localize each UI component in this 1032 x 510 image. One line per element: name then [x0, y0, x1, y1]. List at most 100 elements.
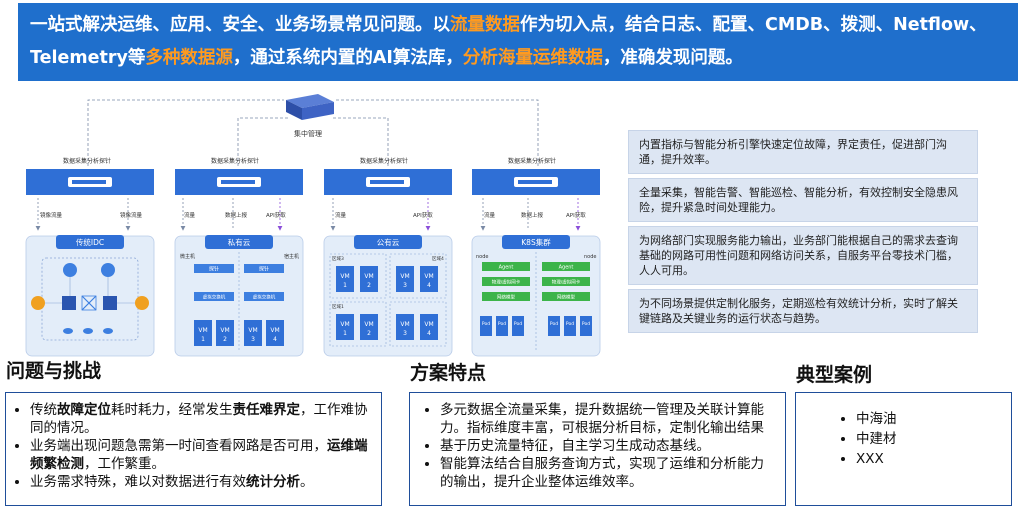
- vm-label-c8: VM: [424, 321, 433, 328]
- vm-num-c3: 3: [403, 282, 407, 289]
- problems-box: 传统故障定位耗时耗力，经常发生责任难界定，工作难协同的情况。 业务端出现问题急需…: [5, 392, 382, 506]
- case-item-3: XXX: [856, 449, 1003, 469]
- central-server-icon: [286, 94, 334, 120]
- problems-title: 问题与挑战: [6, 360, 102, 382]
- feature-item-2: 基于历史流量特征，自主学习生成动态基线。: [440, 437, 777, 455]
- cases-title: 典型案例: [796, 364, 873, 386]
- vm-num-c2: 2: [367, 282, 371, 289]
- cluster-title-1: 传统IDC: [76, 237, 104, 247]
- probe-label-4: 数据采集分析探针: [508, 157, 556, 165]
- upload-label-1: 数据上报: [225, 211, 248, 219]
- vm-num-p1: 1: [201, 336, 205, 343]
- benefit-1: 内置指标与智能分析引擎快速定位故障，界定责任，促进部门沟通，提升效率。: [628, 130, 978, 174]
- host-label: 宿主机: [284, 253, 299, 260]
- cluster-idc: 传统IDC: [25, 235, 155, 357]
- small-probe-1: 探针: [209, 266, 219, 273]
- api-label-2: API获取: [413, 211, 433, 219]
- vm-label-c3: VM: [400, 273, 409, 280]
- vm-num-p3: 3: [251, 336, 255, 343]
- vswitch-2: 虚拟交换机: [253, 294, 276, 301]
- banner-highlight-sources: 多种数据源: [145, 48, 233, 68]
- vm-label-c7: VM: [400, 321, 409, 328]
- vm-num-c7: 3: [403, 330, 407, 337]
- api-label-3: API获取: [566, 211, 586, 219]
- vm-num-c8: 4: [427, 330, 431, 337]
- small-probe-2: 探针: [259, 266, 269, 273]
- flow-label-1: 流量: [184, 211, 196, 219]
- vm-num-c6: 2: [367, 330, 371, 337]
- cluster-public-cloud: 公有云 区域3 区域4 区域1 VM VM VM VM 1 2 3 4 VM: [323, 235, 453, 357]
- upload-label-2: 数据上报: [521, 211, 544, 219]
- pod-5: Pod: [566, 321, 574, 327]
- vm-label-p1: VM: [198, 327, 207, 334]
- vm-num-c5: 1: [343, 330, 347, 337]
- problem-item-3: 业务需求特殊，难以对数据进行有效统计分析。: [30, 473, 373, 491]
- case-item-1: 中海油: [856, 409, 1003, 429]
- node-label-1: node: [476, 254, 488, 260]
- benefit-2: 全量采集，智能告警、智能巡检、智能分析，有效控制安全隐患风险，提升紧急时间处理能…: [628, 178, 978, 222]
- vm-label-c4: VM: [424, 273, 433, 280]
- vm-num-c4: 4: [427, 282, 431, 289]
- agent-1: Agent: [499, 265, 514, 271]
- feature-item-1: 多元数据全流量采集，提升数据统一管理及关联计算能力。指标维度丰富，可根据分析目标…: [440, 401, 777, 437]
- feature-item-3: 智能算法结合自服务查询方式，实现了运维和分析能力的输出，提升企业整体运维效率。: [440, 455, 777, 491]
- probe-label-3: 数据采集分析探针: [360, 157, 408, 165]
- micro-label: 微主机: [180, 253, 195, 260]
- zone-label-1: 区域1: [332, 303, 344, 310]
- vswitch-1: 虚拟交换机: [203, 294, 226, 301]
- probe-device-3: [324, 169, 452, 195]
- vm-label-p3: VM: [248, 327, 257, 334]
- probe-device-1: [26, 169, 154, 195]
- cluster-title-3: 公有云: [377, 237, 400, 247]
- zone-label-3: 区域3: [332, 255, 344, 262]
- cases-box: 中海油 中建材 XXX: [795, 392, 1012, 506]
- vm-label-c2: VM: [364, 273, 373, 280]
- probe-device-4: [472, 169, 600, 195]
- vm-label-c1: VM: [340, 273, 349, 280]
- problem-item-2: 业务端出现问题急需第一时间查看网路是否可用，运维端频繁检测，工作繁重。: [30, 437, 373, 473]
- cluster-title-4: K8S集群: [521, 237, 551, 247]
- central-label: 集中管理: [294, 129, 322, 138]
- banner-highlight-traffic: 流量数据: [450, 15, 520, 35]
- mirror-label-2: 镜像流量: [120, 211, 143, 219]
- benefit-4: 为不同场景提供定制化服务，定期巡检有效统计分析，实时了解关键链路及关键业务的运行…: [628, 289, 978, 333]
- cluster-private-cloud: 私有云 微主机 宿主机 探针 探针 虚拟交换机 虚拟交换机 VM VM VM V…: [174, 235, 304, 357]
- pod-6: Pod: [582, 321, 590, 327]
- flow-label-2: 流量: [335, 211, 347, 219]
- banner-text-1: 一站式解决运维、应用、安全、业务场景常见问题。以: [30, 15, 450, 35]
- vm-label-p2: VM: [220, 327, 229, 334]
- node-label-2: node: [584, 254, 596, 260]
- vm-num-p4: 4: [273, 336, 277, 343]
- banner-text-4: ，准确发现问题。: [602, 48, 743, 68]
- flow-label-3: 流量: [484, 211, 496, 219]
- probe-label-2: 数据采集分析探针: [211, 157, 259, 165]
- zone-label-4: 区域4: [432, 255, 444, 262]
- case-item-2: 中建材: [856, 429, 1003, 449]
- net-1: 网络模型: [497, 294, 515, 301]
- probe-device-2: [175, 169, 303, 195]
- banner-text-3: ，通过系统内置的AI算法库，: [232, 48, 463, 68]
- mirror-label-1: 镜像流量: [40, 211, 63, 219]
- pod-1: Pod: [482, 321, 490, 327]
- cluster-title-2: 私有云: [228, 237, 251, 247]
- vm-num-p2: 2: [223, 336, 227, 343]
- api-label-1: API获取: [266, 211, 286, 219]
- features-box: 多元数据全流量采集，提升数据统一管理及关联计算能力。指标维度丰富，可根据分析目标…: [409, 392, 786, 506]
- architecture-svg: 集中管理 数据采集分析探针 数据采集分析探针 数据采集分析探针 数据采集分析探针: [25, 94, 601, 357]
- banner-text-2: 作为切入点，结合日志、配置、CMDB、拨测、Netflow、Telemetry等: [30, 15, 987, 68]
- top-banner: 一站式解决运维、应用、安全、业务场景常见问题。以流量数据作为切入点，结合日志、配…: [18, 3, 1018, 81]
- features-title: 方案特点: [410, 362, 487, 384]
- pod-2: Pod: [498, 321, 506, 327]
- benefits-panel: 内置指标与智能分析引擎快速定位故障，界定责任，促进部门沟通，提升效率。 全量采集…: [628, 130, 978, 337]
- benefit-3: 为网络部门实现服务能力输出，业务部门能根据自己的需求去查询基础的网路可用性问题和…: [628, 226, 978, 285]
- cluster-k8s: K8S集群 node node Agent Agent 物理/虚拟网卡 物理/虚…: [471, 235, 601, 357]
- nic-2: 物理/虚拟网卡: [552, 279, 581, 286]
- nic-1: 物理/虚拟网卡: [492, 279, 521, 286]
- banner-highlight-analysis: 分析海量运维数据: [462, 48, 603, 68]
- architecture-diagram: 集中管理 数据采集分析探针 数据采集分析探针 数据采集分析探针 数据采集分析探针: [18, 88, 618, 358]
- vm-num-c1: 1: [343, 282, 347, 289]
- problem-item-1: 传统故障定位耗时耗力，经常发生责任难界定，工作难协同的情况。: [30, 401, 373, 437]
- pod-4: Pod: [550, 321, 558, 327]
- vm-label-c6: VM: [364, 321, 373, 328]
- vm-label-c5: VM: [340, 321, 349, 328]
